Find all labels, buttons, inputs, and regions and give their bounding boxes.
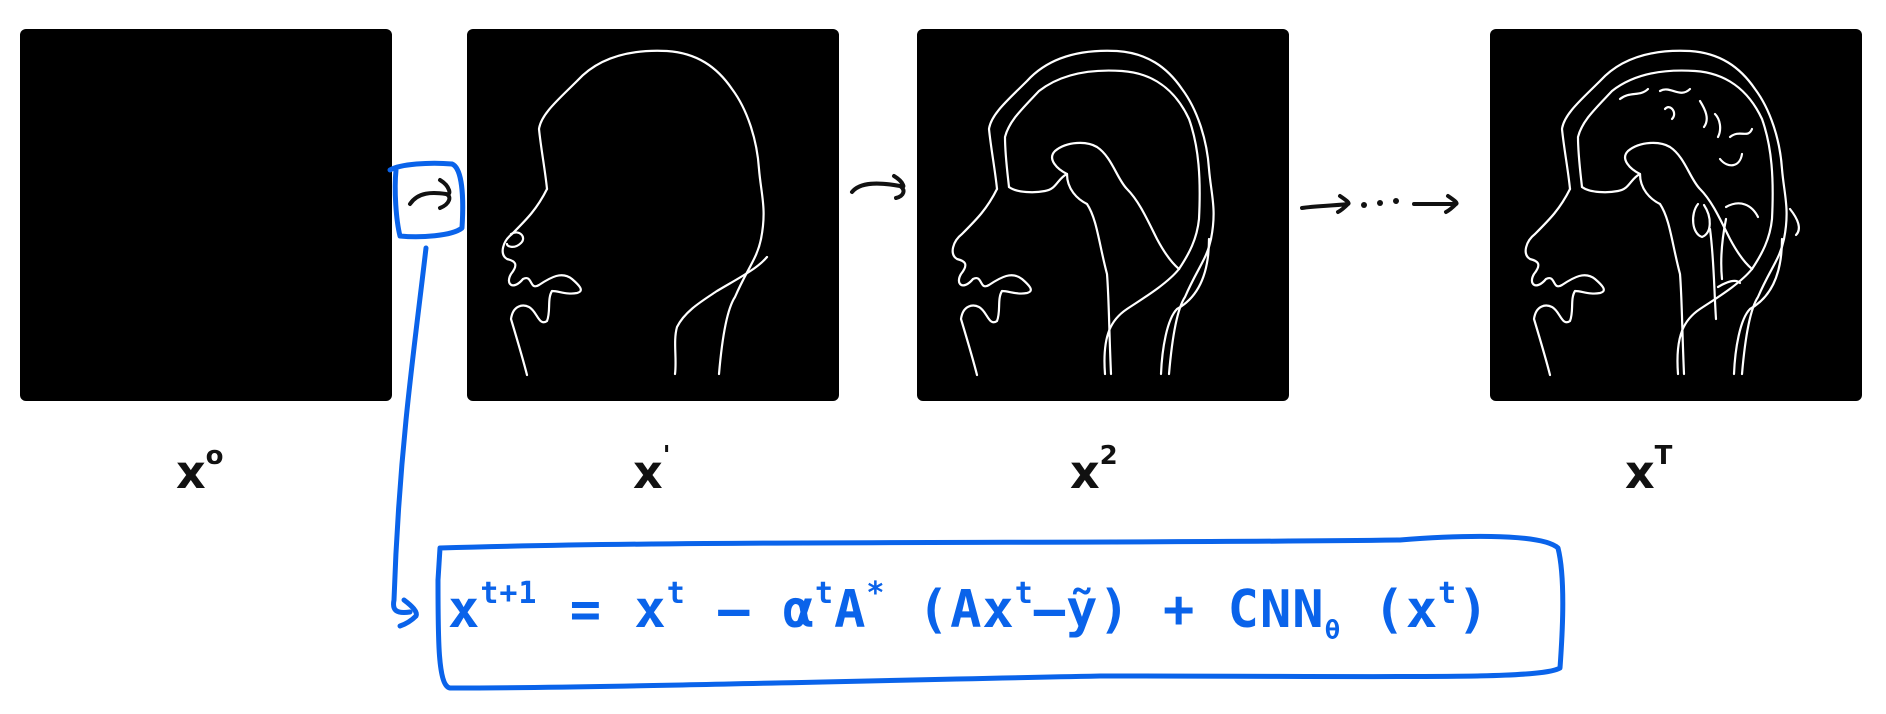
highlight-box: [387, 160, 466, 240]
cnn-term: CNN: [1227, 580, 1325, 640]
label-x1: x': [633, 440, 671, 499]
alpha: α: [782, 580, 816, 640]
lhs-x: x: [448, 580, 481, 640]
arrow-x0-x1: [408, 178, 452, 210]
ellipsis-dots: [1361, 198, 1399, 208]
connector-arrowhead: [397, 597, 419, 629]
adjoint-A: A: [834, 580, 867, 640]
label-x2: x2: [1070, 440, 1118, 499]
panel-x1: [467, 29, 839, 401]
panel-x2: [917, 29, 1289, 401]
arrow-x1-x2: [850, 174, 906, 200]
panel-x0: [20, 29, 392, 401]
update-equation: xt+1 = xt – αtA* (Axt–ỹ) + CNNθ (xt): [448, 575, 1490, 646]
arrow-dots-xT: [1412, 194, 1459, 214]
label-xT: xT: [1625, 440, 1673, 499]
label-x0: xo: [176, 440, 224, 499]
head-outline-drawing: [501, 49, 769, 377]
arrow-x2-dots: [1300, 194, 1351, 214]
highlight-connector: [391, 245, 429, 615]
panel-xT: [1490, 29, 1862, 401]
lhs-sup: t+1: [480, 575, 538, 611]
brain-contour-drawing: [951, 49, 1215, 377]
detailed-brain-drawing: [1524, 49, 1800, 377]
y-tilde: ỹ: [1066, 580, 1099, 640]
